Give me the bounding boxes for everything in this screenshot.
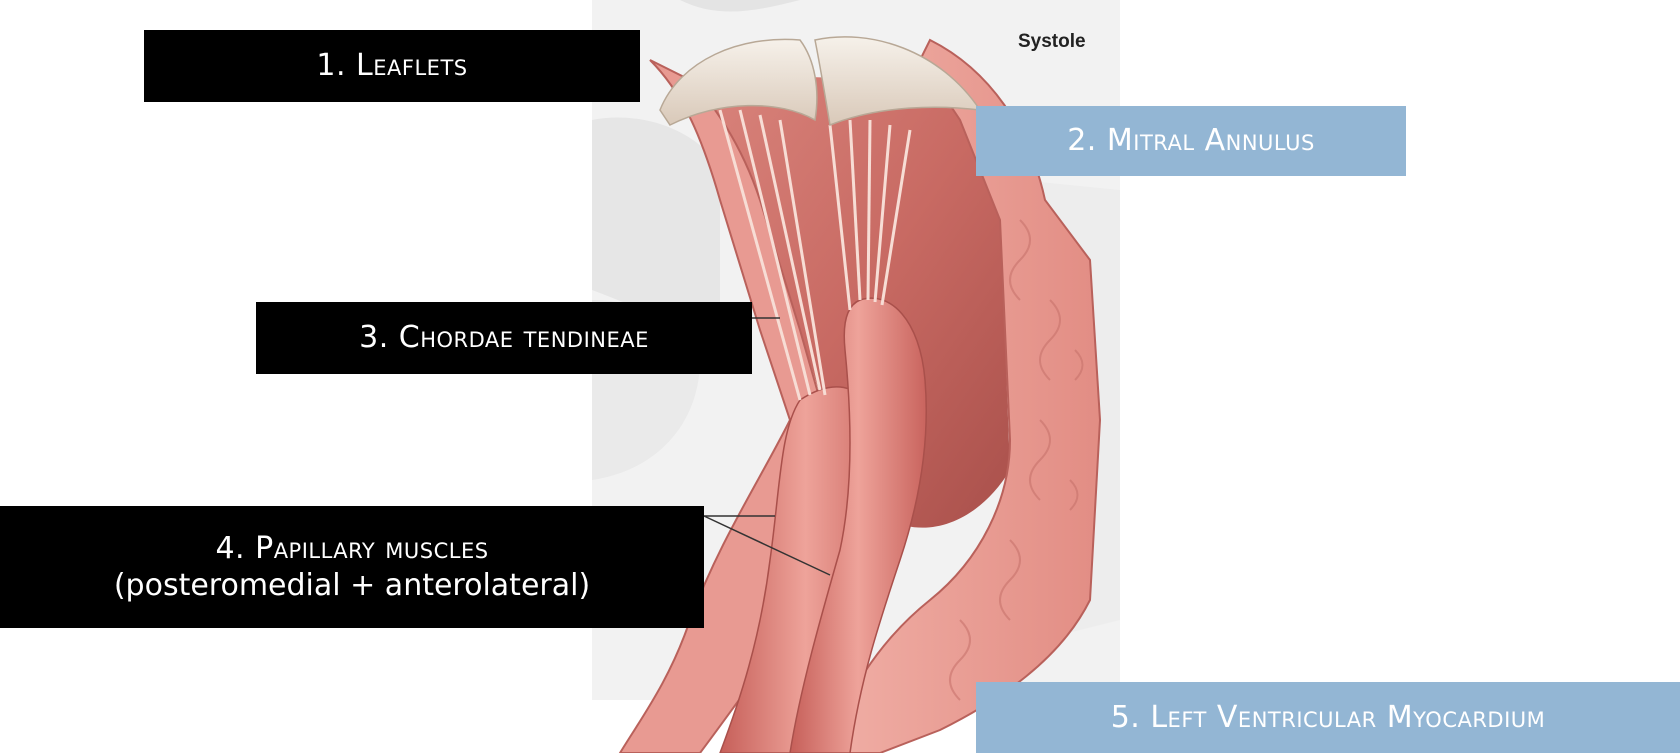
mitral-annulus-label-text: 2. Mitral Annulus <box>1067 122 1315 160</box>
phase-label: Systole <box>1018 31 1086 53</box>
chordae-tendineae-label: 3. Chordae tendineae <box>256 302 752 374</box>
chordae-tendineae-label-text: 3. Chordae tendineae <box>359 319 649 357</box>
leaflets-label: 1. Leaflets <box>144 30 640 102</box>
papillary-muscles-label: 4. Papillary muscles (posteromedial + an… <box>0 506 704 628</box>
papillary-muscles-detail-text: (posteromedial + anterolateral) <box>114 567 590 605</box>
papillary-muscles-label-text: 4. Papillary muscles <box>215 530 488 568</box>
lv-myocardium-label-text: 5. Left Ventricular Myocardium <box>1111 699 1546 737</box>
mitral-annulus-label: 2. Mitral Annulus <box>976 106 1406 176</box>
lv-myocardium-label: 5. Left Ventricular Myocardium <box>976 682 1680 753</box>
leaflets-label-text: 1. Leaflets <box>316 47 467 85</box>
